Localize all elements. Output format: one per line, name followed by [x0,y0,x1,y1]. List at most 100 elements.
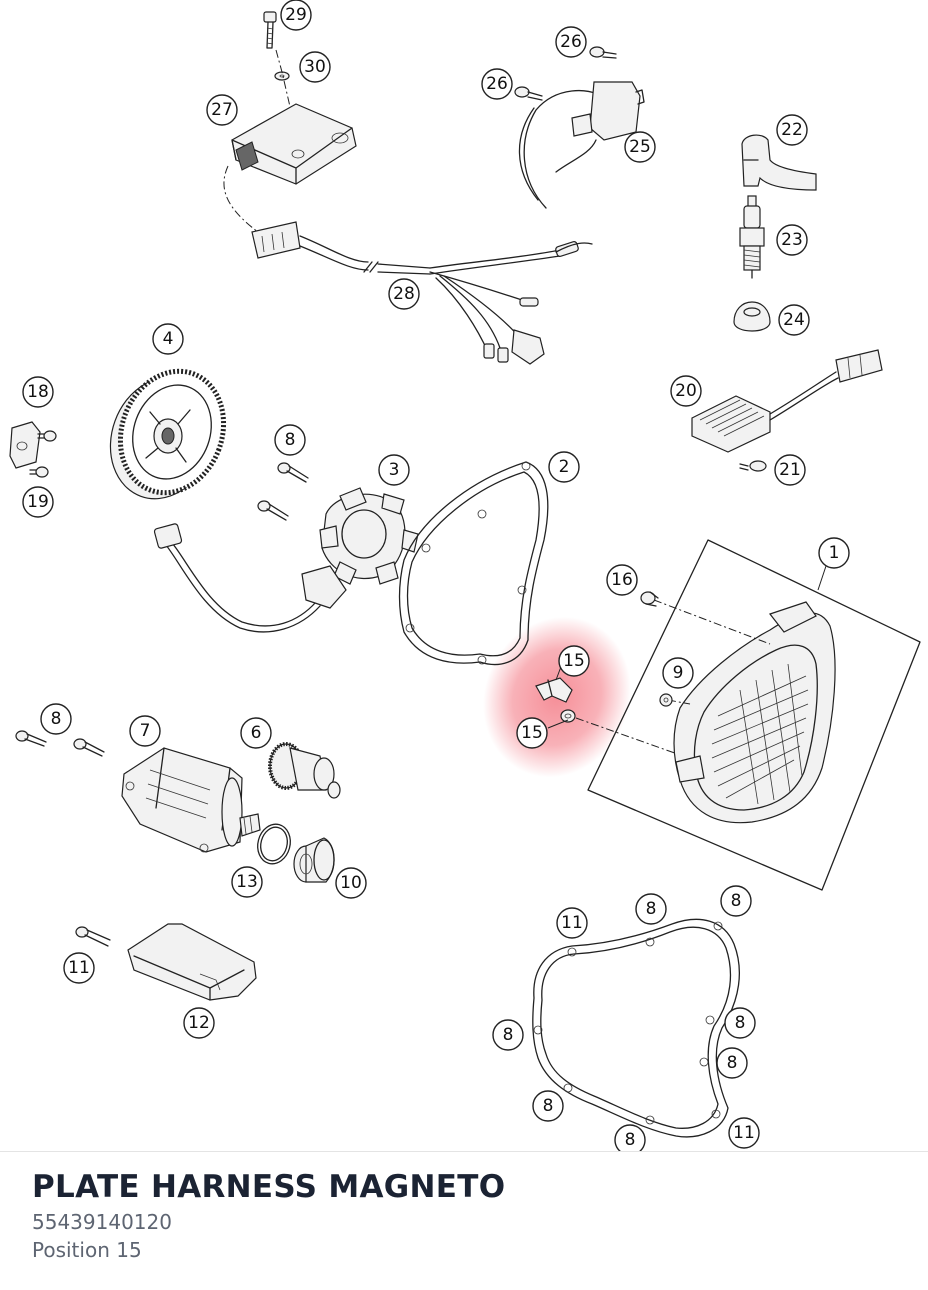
callout-7-label: 7 [140,721,151,741]
part-28-wiring-harness[interactable] [251,221,593,365]
part-16-dowel-sleeve[interactable] [640,591,659,607]
part-9-washer[interactable] [659,693,673,707]
callout-3-label: 3 [389,460,400,480]
callout-25[interactable]: 25 [624,131,656,163]
callout-15-bushing-label: 15 [521,723,543,743]
callout-29-label: 29 [285,5,307,25]
callout-13-label: 13 [236,872,258,892]
callout-20[interactable]: 20 [670,375,702,407]
callout-19[interactable]: 19 [22,486,54,518]
callout-8-gasket-c-label: 8 [503,1025,514,1045]
callout-15-bushing[interactable]: 15 [516,717,548,749]
callout-24-label: 24 [783,310,805,330]
part-27-cdi-unit[interactable] [231,103,357,185]
callout-18-label: 18 [27,382,49,402]
callout-12-label: 12 [188,1013,210,1033]
part-8-starter-bolt-left[interactable] [15,730,47,747]
callout-20-label: 20 [675,381,697,401]
callout-8-gasket-b-label: 8 [731,891,742,911]
callout-8-gasket-f-label: 8 [543,1096,554,1116]
part-15-plate-harness-magneto[interactable] [535,677,573,703]
callout-22[interactable]: 22 [776,114,808,146]
callout-28[interactable]: 28 [388,278,420,310]
callout-4[interactable]: 4 [152,323,184,355]
part-8-bolt-lower[interactable] [257,500,289,521]
callout-8-gasket-d[interactable]: 8 [724,1007,756,1039]
clutch-cover-gasket[interactable] [532,918,740,1138]
part-12-guard[interactable] [127,923,257,1001]
callout-10-label: 10 [340,873,362,893]
callout-8-stator-label: 8 [285,430,296,450]
part-3-stator[interactable] [153,487,419,633]
callout-21[interactable]: 21 [774,454,806,486]
callout-23[interactable]: 23 [776,224,808,256]
callout-21-label: 21 [779,460,801,480]
callout-8-gasket-f[interactable]: 8 [532,1090,564,1122]
part-18-sensor[interactable] [9,421,57,469]
part-8-starter-bolt-right[interactable] [73,738,105,757]
part-13-o-ring[interactable] [253,821,294,868]
callout-8-stator[interactable]: 8 [274,424,306,456]
callout-8-gasket-e-label: 8 [727,1053,738,1073]
part-6-starter-drive-gear[interactable] [268,742,341,799]
callout-7[interactable]: 7 [129,715,161,747]
callout-26-lower-label: 26 [486,74,508,94]
callout-8-gasket-c[interactable]: 8 [492,1019,524,1051]
callout-10[interactable]: 10 [335,867,367,899]
part-7-starter-motor[interactable] [121,747,261,853]
callout-18[interactable]: 18 [22,376,54,408]
callout-26-upper[interactable]: 26 [555,26,587,58]
callout-11-gasket-bottom[interactable]: 11 [728,1117,760,1149]
part-10-sleeve[interactable] [293,837,335,883]
callout-29[interactable]: 29 [280,0,312,31]
part-23-spark-plug[interactable] [739,195,765,279]
part-1-ignition-cover[interactable] [587,539,921,891]
callout-8-gasket-a-label: 8 [646,899,657,919]
callout-8-starter[interactable]: 8 [40,703,72,735]
part-24-rubber-cap[interactable] [733,301,771,332]
part-22-spark-plug-cap[interactable] [741,134,817,191]
callout-15-plate[interactable]: 15 [558,645,590,677]
part-11-screw[interactable] [75,926,111,947]
part-4-flywheel-rotor[interactable] [94,357,240,514]
callout-11-gasket-top[interactable]: 11 [556,907,588,939]
part-26-screw-lower[interactable] [514,86,543,101]
callout-8-gasket-g[interactable]: 8 [614,1124,646,1152]
callout-19-label: 19 [27,492,49,512]
callout-8-gasket-e[interactable]: 8 [716,1047,748,1079]
part-29-screw[interactable] [263,11,277,49]
callout-8-gasket-a[interactable]: 8 [635,893,667,925]
callout-9[interactable]: 9 [662,657,694,689]
part-20-voltage-regulator[interactable] [691,349,883,453]
callout-26-lower[interactable]: 26 [481,68,513,100]
exploded-parts-diagram: 29 30 27 26 26 25 22 23 24 28 4 18 19 8 … [9,0,921,1152]
callout-3[interactable]: 3 [378,454,410,486]
section-divider [0,1151,928,1152]
part-26-screw-upper[interactable] [589,46,617,59]
part-2-cover-gasket[interactable] [398,461,549,666]
callout-8-starter-label: 8 [51,709,62,729]
callout-1[interactable]: 1 [818,537,850,569]
callout-11-gasket-top-label: 11 [561,913,583,933]
part-25-ignition-coil[interactable] [518,81,645,209]
callout-30-label: 30 [304,57,326,77]
part-15-bushing[interactable] [560,709,576,723]
callout-27[interactable]: 27 [206,94,238,126]
callout-8-gasket-b[interactable]: 8 [720,885,752,917]
callout-11-gasket-bottom-label: 11 [733,1123,755,1143]
callout-11-guard[interactable]: 11 [63,952,95,984]
callout-2[interactable]: 2 [548,451,580,483]
callout-24[interactable]: 24 [778,304,810,336]
callout-4-label: 4 [163,329,174,349]
part-info-panel: PLATE HARNESS MAGNETO 55439140120 Positi… [32,1166,912,1264]
callout-12[interactable]: 12 [183,1007,215,1039]
part-8-bolt-upper[interactable] [277,462,309,483]
callout-13[interactable]: 13 [231,866,263,898]
part-19-screw[interactable] [29,466,49,478]
part-21-screw[interactable] [739,460,767,472]
callout-6-label: 6 [251,723,262,743]
callout-6[interactable]: 6 [240,717,272,749]
callout-16[interactable]: 16 [606,564,638,596]
callout-30[interactable]: 30 [299,51,331,83]
